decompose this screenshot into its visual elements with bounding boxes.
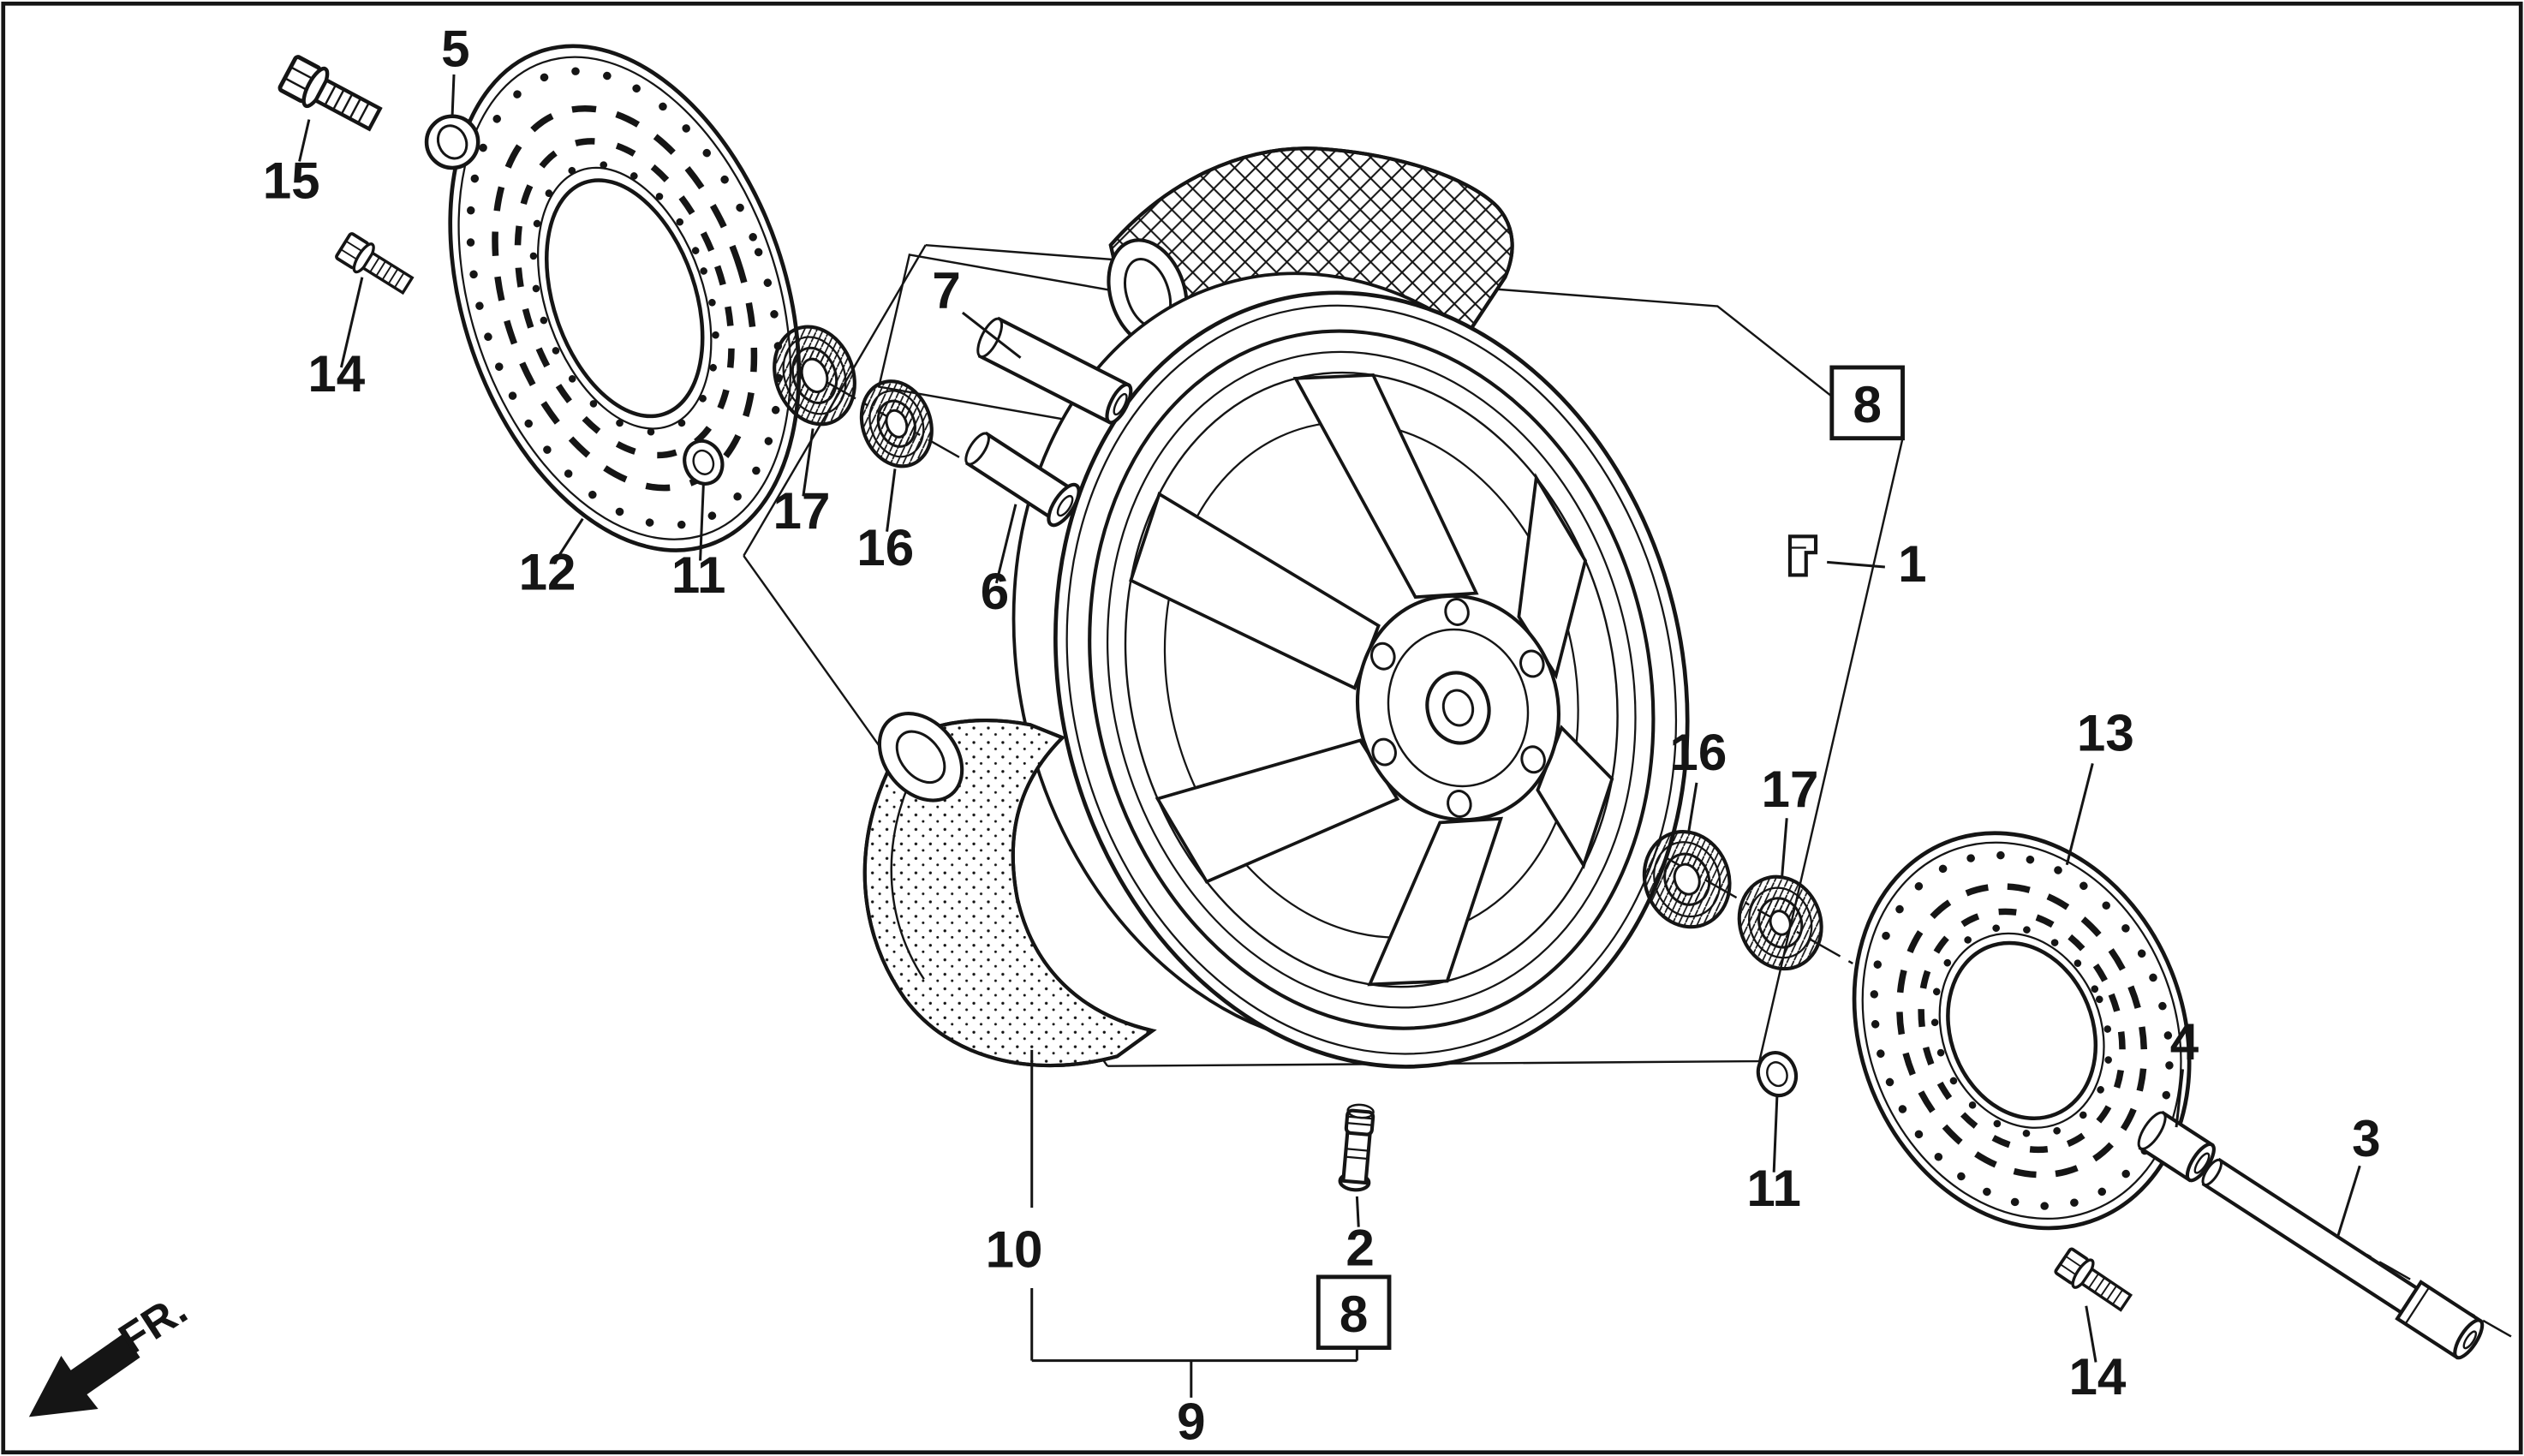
spacer-collar-7 — [976, 316, 1133, 425]
callout-5: 5 — [441, 21, 469, 78]
bolt-14-right — [2052, 1244, 2137, 1318]
callout-8-bottom: 8 — [1340, 1286, 1368, 1343]
hub-lug-holes — [1370, 598, 1546, 818]
callout-8-top: 8 — [1853, 376, 1881, 433]
callout-14-left: 14 — [307, 345, 365, 403]
side-collar-6 — [964, 431, 1081, 528]
callout-10: 10 — [986, 1221, 1043, 1279]
callout-16-right: 16 — [1669, 724, 1727, 781]
callout-4: 4 — [2170, 1013, 2199, 1071]
tire-valve-2 — [1338, 1103, 1375, 1192]
collar-5 — [424, 114, 480, 170]
callout-1: 1 — [1898, 535, 1926, 593]
retainer-clip-1 — [1787, 534, 1818, 577]
brake-disc-left — [448, 44, 802, 552]
callout-17-left: 17 — [773, 482, 831, 540]
flange-bolt-15 — [278, 54, 385, 137]
callout-7: 7 — [932, 261, 960, 319]
callout-11-left: 11 — [671, 546, 726, 604]
callout-17-right: 17 — [1762, 761, 1819, 818]
bearing-16-left — [859, 379, 934, 468]
nut-11-left — [683, 439, 725, 486]
callout-6: 6 — [981, 563, 1009, 620]
ref-box-8-bottom: 8 — [1316, 1274, 1392, 1351]
callout-labels: 15 5 14 12 11 17 16 7 6 1 16 17 13 11 4 … — [263, 21, 2381, 1451]
callout-9: 9 — [1177, 1393, 1205, 1451]
tire-lower-section — [862, 712, 1157, 1068]
nut-11-right — [1756, 1051, 1799, 1098]
front-axle-3 — [2201, 1157, 2485, 1360]
callout-11-right: 11 — [1746, 1160, 1801, 1217]
ref-box-8-top: 8 — [1829, 365, 1905, 441]
front-wheel — [1053, 290, 1690, 1069]
wheel-spokes — [1129, 373, 1614, 987]
leader-lines — [298, 74, 2361, 1398]
callout-14-right: 14 — [2068, 1348, 2126, 1405]
fr-direction-indicator: FR. — [28, 1285, 195, 1417]
fr-arrow-icon — [28, 1333, 140, 1417]
bearing-17-left — [773, 325, 856, 427]
callout-15: 15 — [263, 152, 320, 210]
callout-2: 2 — [1346, 1220, 1374, 1277]
collar-4 — [2137, 1110, 2216, 1183]
bolt-14-left — [333, 230, 418, 301]
callout-16-left: 16 — [856, 519, 914, 576]
brake-disc-right — [1852, 831, 2192, 1231]
oil-seal-17-right — [1737, 874, 1823, 971]
wheel-hub — [1355, 594, 1561, 822]
callout-13: 13 — [2077, 704, 2134, 761]
bearing-16-right — [1642, 830, 1732, 929]
callout-12: 12 — [519, 543, 576, 600]
callout-3: 3 — [2352, 1110, 2380, 1167]
